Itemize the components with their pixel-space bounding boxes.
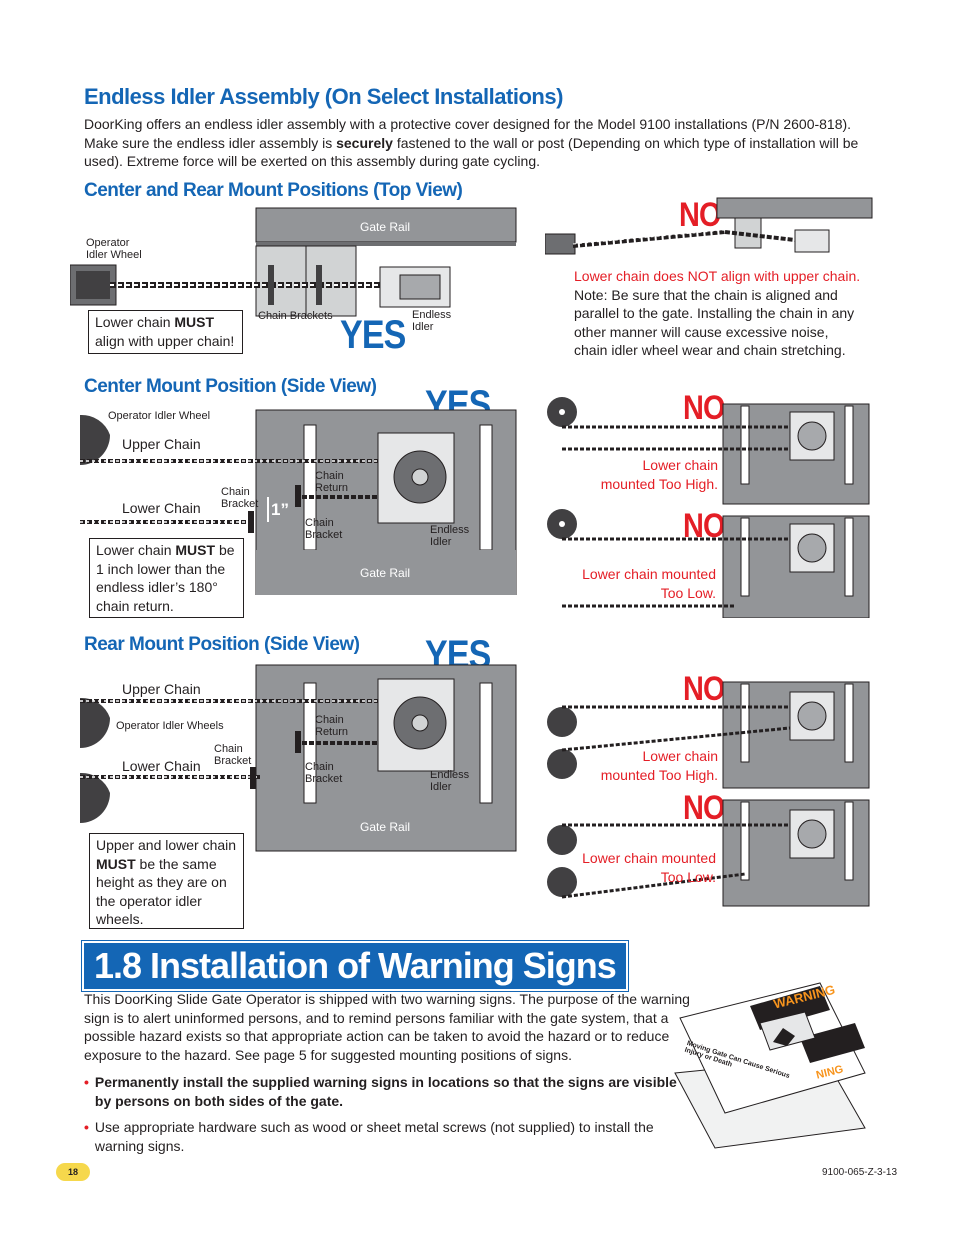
center-side-diagram	[80, 409, 517, 595]
center-no-high-diagram	[547, 397, 870, 505]
upper-chain-label-rear: Upper Chain	[122, 681, 201, 697]
chain-brackets-label: Chain Brackets	[258, 310, 333, 322]
operator-idler-wheels-label: Operator Idler Wheels	[116, 720, 224, 732]
page-number-badge: 18	[56, 1163, 90, 1181]
yes-label-top: YES	[340, 313, 406, 357]
lower-chain-label-rear: Lower Chain	[122, 758, 201, 774]
gate-rail-label-rear: Gate Rail	[360, 820, 411, 834]
section-heading-top-view: Center and Rear Mount Positions (Top Vie…	[84, 180, 463, 201]
bullet-hardware: •Use appropriate hardware such as wood o…	[84, 1119, 654, 1154]
one-inch-label: 1”	[271, 500, 289, 519]
top-view-diagram	[70, 207, 517, 317]
bullet-dot: •	[84, 1119, 89, 1135]
section-heading-center-side: Center Mount Position (Side View)	[84, 376, 377, 397]
rear-no-high-diagram	[547, 681, 870, 789]
warning-paragraph: This DoorKing Slide Gate Operator is shi…	[84, 991, 690, 1063]
no-top-view-diagram	[545, 197, 873, 255]
section-banner-warning-signs: 1.8 Installation of Warning Signs	[84, 943, 626, 989]
intro-line-1: DoorKing offers an endless idler assembl…	[84, 116, 852, 132]
doc-code: 9100-065-Z-3-13	[822, 1167, 898, 1178]
section-heading-rear-side: Rear Mount Position (Side View)	[84, 634, 360, 655]
no-label-rear-high: NO	[683, 670, 726, 708]
section-heading-endless-idler: Endless Idler Assembly (On Select Instal…	[84, 84, 563, 109]
note-box-center: Lower chain MUST be 1 inch lower than th…	[89, 538, 244, 618]
rear-no-low-diagram	[547, 799, 870, 907]
no-label-top: NO	[679, 196, 722, 234]
center-no-low-diagram	[547, 509, 870, 618]
intro-paragraph: DoorKing offers an endless idler assembl…	[84, 115, 864, 171]
gate-rail-label-center: Gate Rail	[360, 566, 411, 580]
upper-chain-label: Upper Chain	[122, 436, 201, 452]
bullet-permanent-install: •Permanently install the supplied warnin…	[84, 1074, 677, 1109]
intro-line-2: Make sure the endless idler assembly is …	[84, 134, 859, 151]
no-label-rear-low: NO	[683, 789, 726, 827]
note-box-rear: Upper and lower chain MUST be the same h…	[89, 833, 244, 929]
no-label-center-high: NO	[683, 389, 726, 427]
no-top-note: Lower chain does NOT align with upper ch…	[574, 268, 861, 358]
warning-sign-illustration	[674, 982, 866, 1149]
gate-rail-label-top: Gate Rail	[360, 220, 411, 234]
rear-side-diagram	[80, 664, 517, 852]
bullet-dot: •	[84, 1074, 89, 1090]
lower-chain-label: Lower Chain	[122, 500, 201, 516]
operator-idler-wheel-label: Operator Idler Wheel	[108, 410, 211, 422]
note-box-align: Lower chain MUST align with upper chain!	[88, 310, 243, 354]
intro-line-3: used). Extreme force will be exerted on …	[84, 153, 540, 169]
